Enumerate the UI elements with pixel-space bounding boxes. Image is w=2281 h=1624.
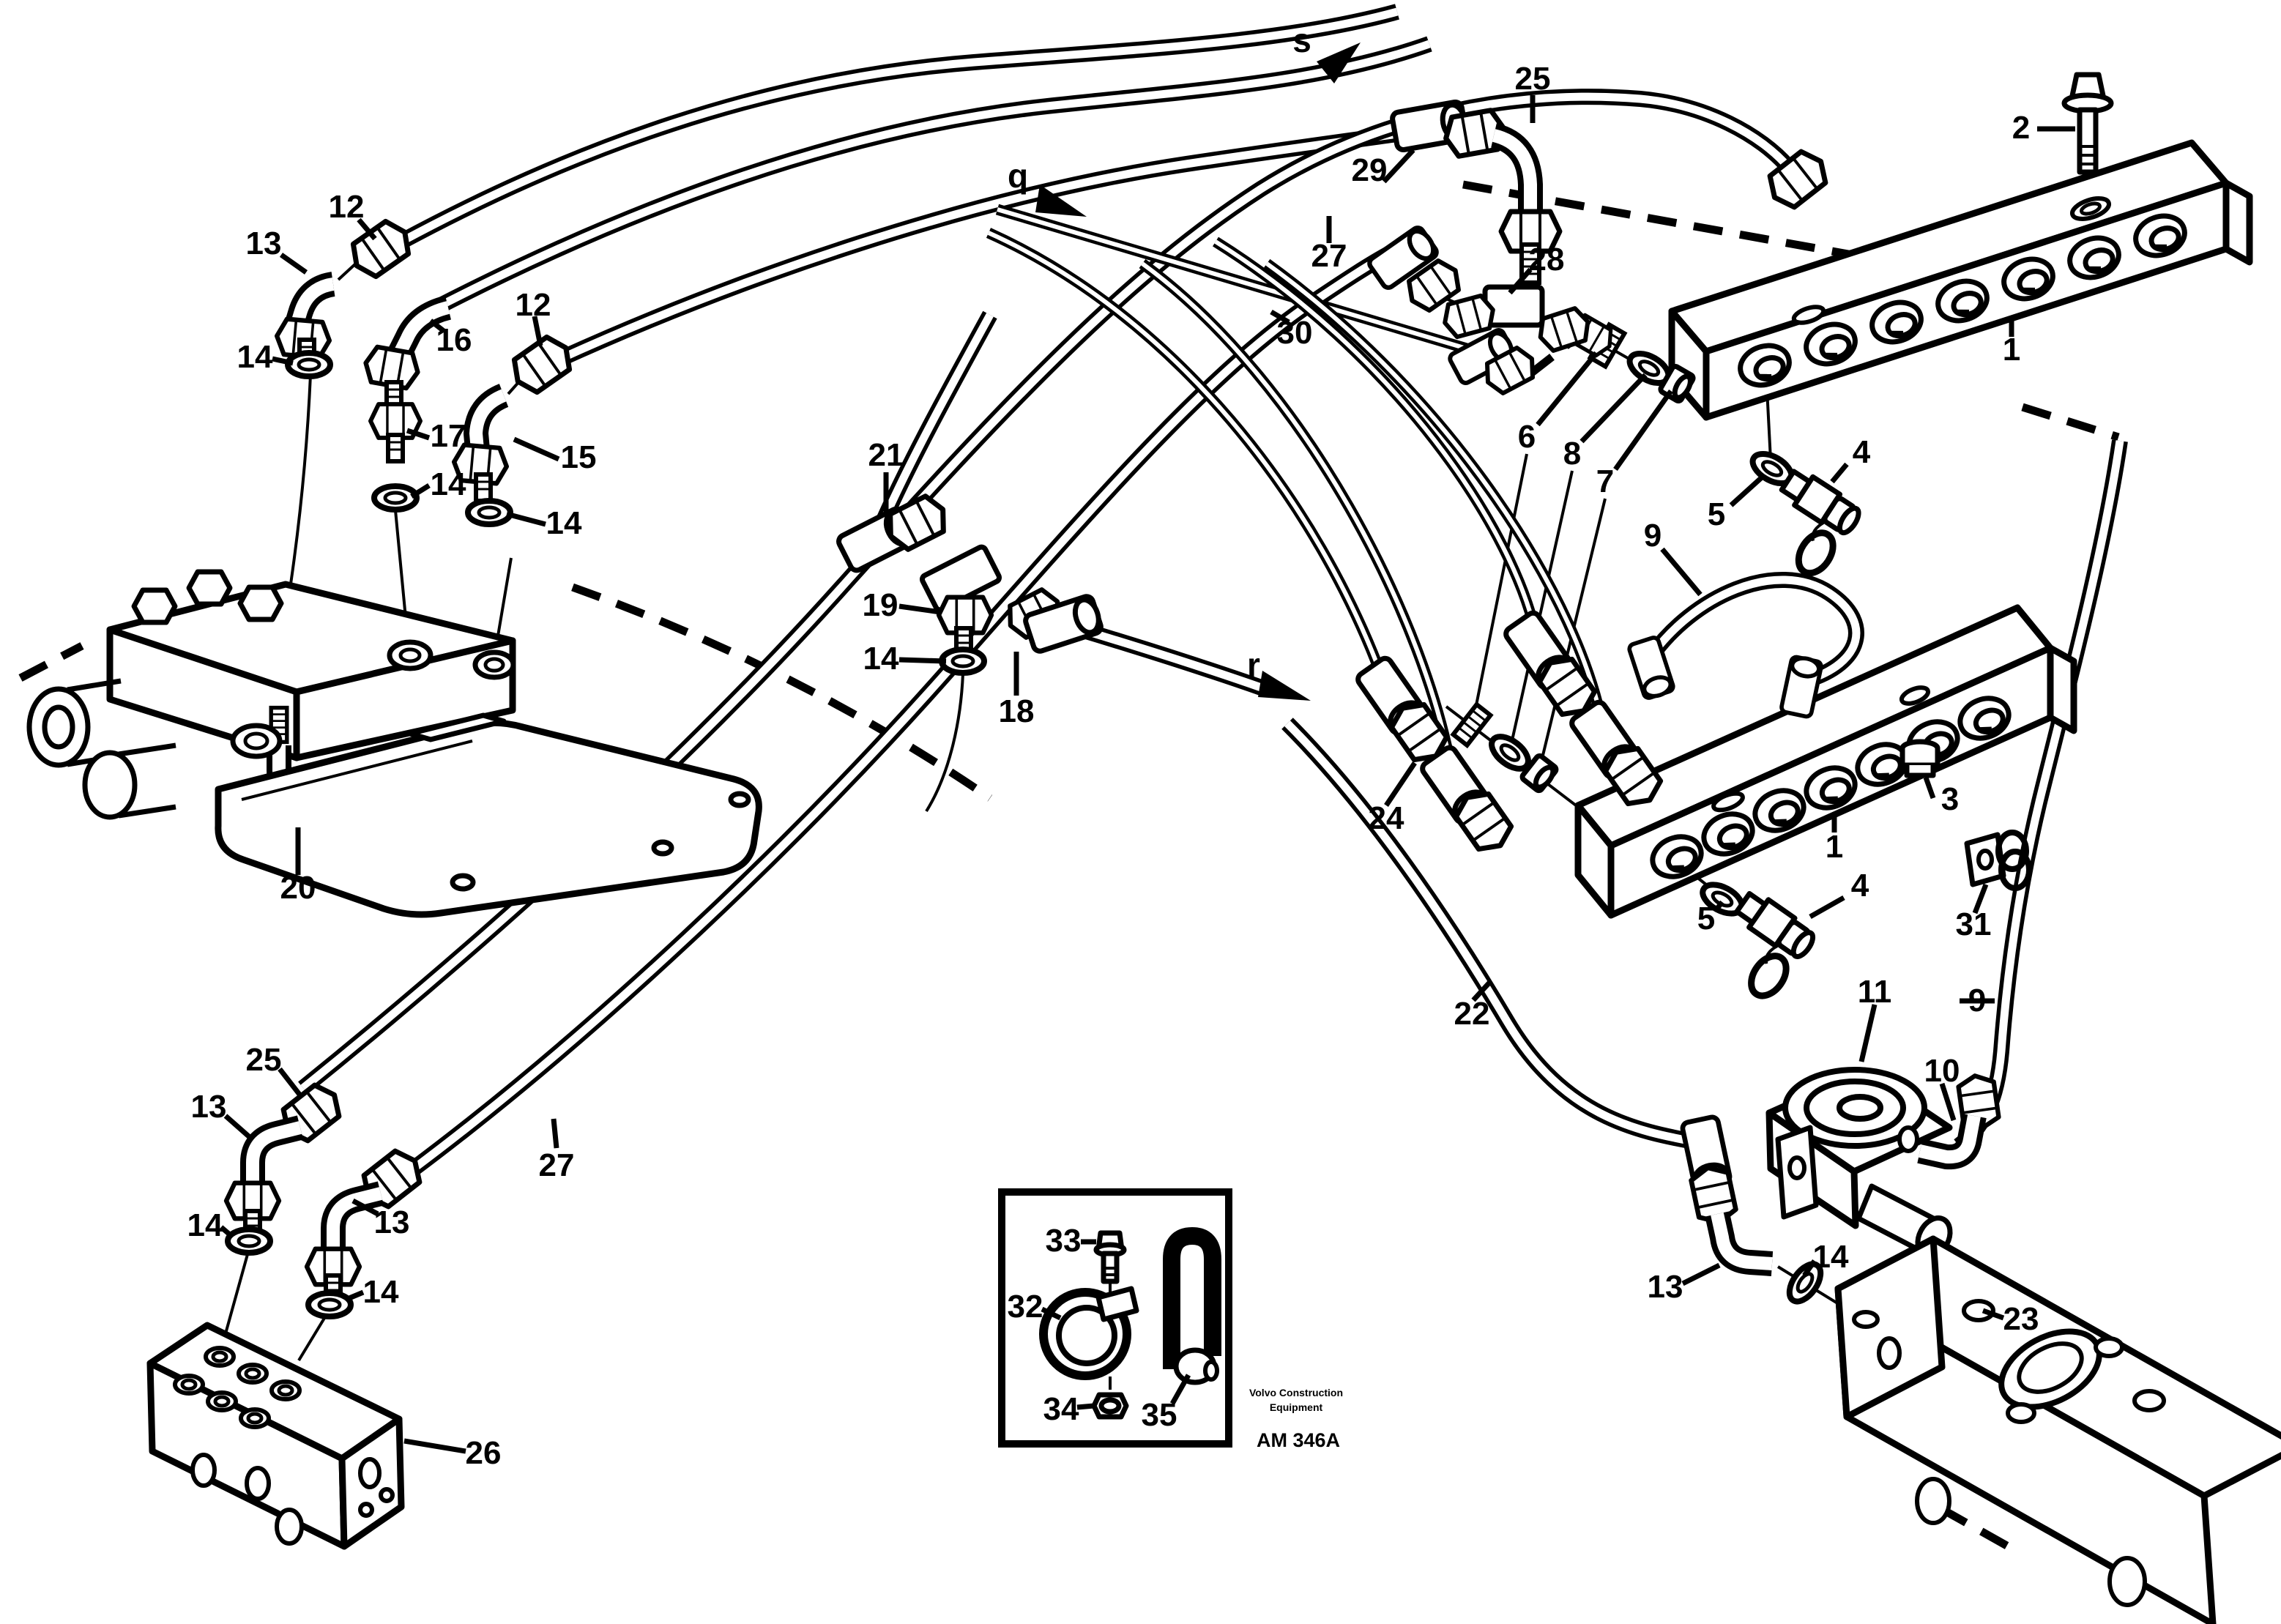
callout-3: 3 (1940, 781, 1960, 817)
flange-bolt (2061, 72, 2114, 175)
callout-20: 20 (280, 870, 316, 906)
credit-line1: Volvo Construction (1249, 1387, 1344, 1398)
manifold-lower (1574, 604, 2077, 919)
callout-14: 14 (362, 1274, 399, 1310)
oring-14f (308, 1293, 351, 1316)
callout-13: 13 (190, 1089, 227, 1125)
callout-33: 33 (1045, 1223, 1082, 1259)
callout-13: 13 (245, 226, 282, 261)
callout-28: 28 (1528, 242, 1565, 278)
callout-27: 27 (538, 1147, 575, 1183)
callout-23: 23 (2003, 1301, 2039, 1337)
callout-14: 14 (430, 466, 466, 502)
bolt-33 (1093, 1230, 1127, 1297)
strap-35 (1163, 1226, 1221, 1385)
callout-17: 17 (430, 418, 466, 454)
callout-34: 34 (1043, 1391, 1079, 1427)
callout-7: 7 (1596, 463, 1615, 499)
bottom-left-cluster (226, 1079, 427, 1316)
callout-15: 15 (560, 439, 597, 475)
clamp-31 (1964, 830, 2032, 891)
tee-cluster (836, 492, 1103, 673)
callout-22: 22 (1454, 996, 1490, 1032)
callout-32: 32 (1007, 1289, 1043, 1325)
callout-1: 1 (1825, 829, 1844, 865)
chain-12-15-14 (453, 332, 577, 524)
arrow-s (1317, 42, 1361, 83)
callout-5: 5 (1697, 901, 1716, 936)
oring-14a (288, 353, 330, 376)
callout-5: 5 (1707, 496, 1726, 532)
callout-2: 2 (2012, 110, 2031, 146)
callout-12: 12 (328, 189, 365, 225)
callout-21: 21 (868, 437, 904, 473)
callout-16: 16 (436, 322, 472, 358)
flow-arrowheads (1035, 42, 1361, 701)
callout-25: 25 (245, 1042, 282, 1078)
callout-9: 9 (1643, 518, 1662, 554)
block-23 (1834, 1235, 2281, 1624)
figure-code: AM 346A (1256, 1429, 1341, 1451)
callout-8: 8 (1563, 436, 1582, 472)
callout-13: 13 (1647, 1269, 1683, 1305)
callout-4: 4 (1852, 434, 1871, 470)
callout-1: 1 (2002, 332, 2021, 368)
flow-label-q: q (1007, 157, 1029, 195)
arrow-r (1258, 671, 1311, 701)
callout-14: 14 (187, 1207, 223, 1243)
housing-11 (1765, 1067, 1953, 1259)
callout-27: 27 (1311, 238, 1347, 274)
block-26 (146, 1322, 405, 1550)
inset-box (998, 1188, 1232, 1448)
callout-24: 24 (1368, 800, 1404, 836)
elbow-10 (1917, 1073, 2000, 1170)
callout-14: 14 (546, 505, 582, 541)
callout-9: 9 (1968, 983, 1987, 1018)
nut-34 (1091, 1392, 1129, 1420)
callout-11: 11 (1857, 974, 1892, 1010)
manufacturer-credit: Volvo Construction Equipment (1230, 1385, 1362, 1415)
chain-16-17-14 (362, 295, 452, 510)
callout-14: 14 (237, 339, 273, 375)
callout-10: 10 (1924, 1053, 1960, 1089)
callout-26: 26 (465, 1435, 502, 1471)
oring-14d (942, 649, 984, 673)
valve-assembly-20 (26, 569, 762, 918)
callout-31: 31 (1955, 906, 1992, 942)
callout-35: 35 (1141, 1397, 1177, 1433)
flow-label-r: r (1247, 646, 1260, 684)
callout-30: 30 (1276, 315, 1313, 351)
chain-22-13-14 (1681, 1116, 1826, 1307)
clamp-32 (1039, 1286, 1139, 1390)
callout-19: 19 (862, 587, 898, 623)
callout-13: 13 (373, 1204, 410, 1240)
callout-29: 29 (1351, 152, 1388, 188)
callout-14: 14 (863, 641, 899, 677)
u-hose-ends (1628, 636, 1822, 718)
leader-lines (219, 95, 2075, 1454)
arrow-q (1035, 185, 1087, 217)
flow-label-s: s (1292, 21, 1311, 59)
oring-14b (374, 486, 417, 510)
top-right-fittings (1367, 101, 1833, 397)
callout-14: 14 (1812, 1239, 1849, 1275)
nut-12a (346, 216, 417, 282)
callout-18: 18 (998, 693, 1035, 729)
credit-line2: Equipment (1269, 1401, 1323, 1414)
callout-25: 25 (1514, 61, 1551, 97)
manifold-upper (1668, 139, 2253, 421)
coupler-lower (1698, 879, 1818, 1003)
chain-12-13-14 (275, 216, 416, 376)
oring-14e (228, 1229, 270, 1253)
oring-14c (468, 501, 510, 524)
callout-4: 4 (1850, 868, 1869, 904)
plug-3 (1902, 742, 1938, 775)
callout-12: 12 (515, 287, 551, 323)
callout-6: 6 (1517, 419, 1536, 455)
